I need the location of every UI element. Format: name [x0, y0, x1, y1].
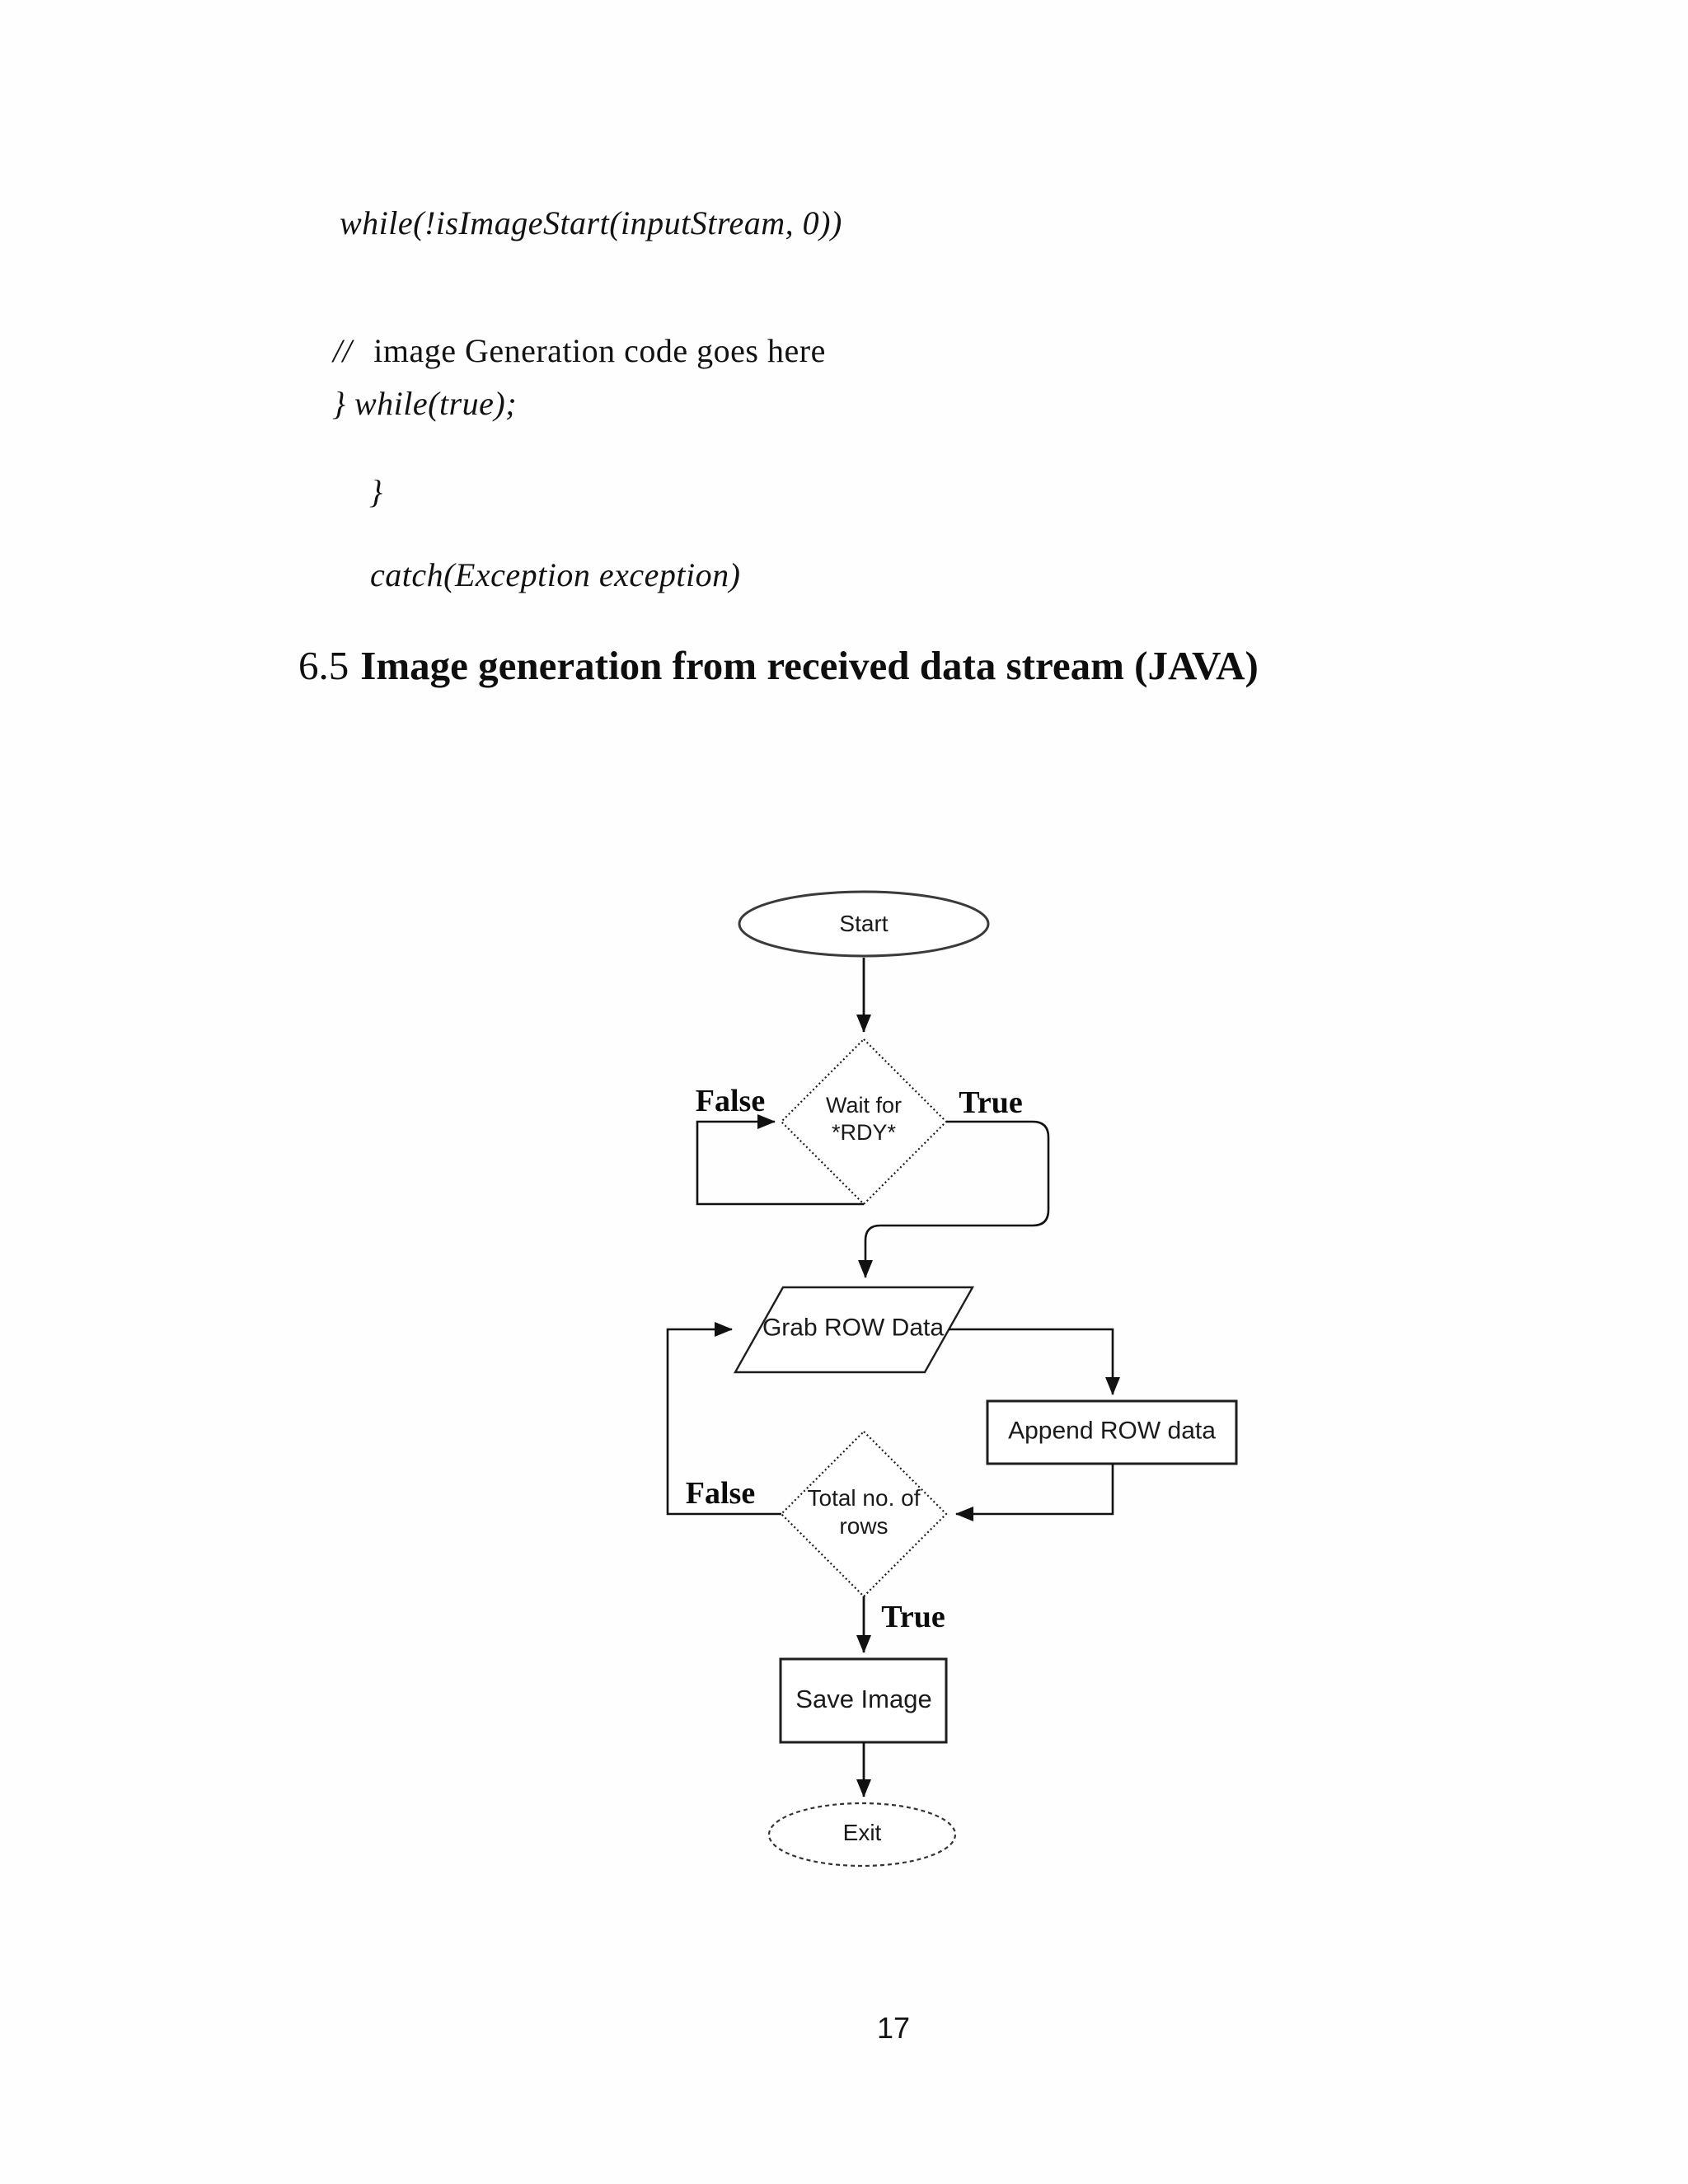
comment-text: image Generation code goes here [373, 332, 826, 369]
wait-rdy-node-label: Wait for *RDY* [826, 1092, 902, 1146]
edge-total-false-loop-to-grab [666, 1322, 781, 1516]
total-true-branch-label: True [881, 1600, 945, 1634]
wait-rdy-label-line1: Wait for [825, 1093, 903, 1118]
edge-wait-true-to-grab [858, 1120, 1050, 1278]
grab-row-data-node-label: Grab ROW Data [762, 1314, 945, 1342]
code-line-while-isimagestart: while(!isImageStart(inputStream, 0)) [340, 204, 842, 241]
wait-true-branch-label: True [959, 1085, 1023, 1120]
edge-grab-to-append [949, 1328, 1120, 1395]
wait-false-branch-label: False [695, 1084, 766, 1118]
total-rows-label-line2: rows [839, 1513, 889, 1539]
save-image-process-shape [779, 1657, 948, 1744]
code-line-catch-exception: catch(Exception exception) [370, 556, 741, 593]
append-row-data-process-shape [986, 1399, 1238, 1465]
code-line-comment: // image Generation code goes here [298, 293, 826, 409]
wait-rdy-decision-shape [780, 1038, 948, 1206]
save-image-node-label: Save Image [795, 1685, 932, 1714]
wait-rdy-label-line2: *RDY* [831, 1120, 897, 1145]
code-line-closing-brace: } [369, 473, 383, 510]
edge-wait-false-loop [696, 1114, 864, 1206]
start-terminator-shape [738, 890, 990, 958]
section-number: 6.5 [298, 643, 349, 688]
page-title: Image generation from received data stre… [360, 643, 1259, 688]
comment-marker: // [333, 332, 353, 369]
total-rows-label-line1: Total no. of [807, 1484, 921, 1511]
exit-node-label: Exit [842, 1819, 882, 1845]
page-number: 17 [876, 2011, 911, 2045]
code-line-while-true: } while(true); [332, 385, 518, 422]
start-node-label: Start [839, 910, 889, 936]
total-rows-decision-shape [780, 1430, 948, 1598]
exit-terminator-shape [767, 1802, 957, 1868]
append-row-data-node-label: Append ROW data [1008, 1417, 1216, 1445]
total-false-branch-label: False [685, 1476, 756, 1511]
grab-row-data-io-shape [733, 1286, 975, 1374]
edge-append-to-total [955, 1464, 1114, 1521]
total-rows-node-label: Total no. of rows [808, 1484, 921, 1540]
